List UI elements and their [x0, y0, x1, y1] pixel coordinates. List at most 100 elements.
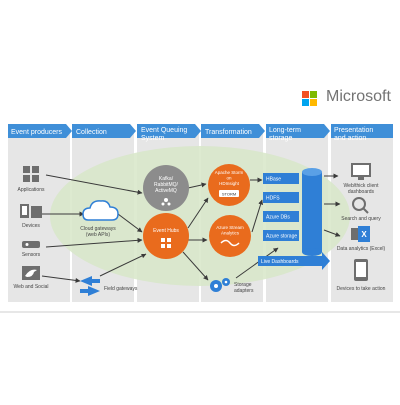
arrow-hubs-storm — [187, 197, 209, 229]
presentation-label-excel: Data analytics (Excel) — [337, 246, 386, 252]
adapters-line2: adapters — [234, 288, 254, 294]
kafka-line3: ActiveMQ — [155, 188, 177, 194]
collection-group: Cloud gateways(web APIs) Field gateways — [80, 200, 138, 296]
field-gateway-label: Field gateways — [104, 286, 138, 292]
event-hubs-node — [143, 213, 189, 259]
storage-item-azure-dbs: Azure DBs — [266, 215, 290, 221]
producer-label-applications: Applications — [18, 187, 45, 193]
storage-item-hbase: HBase — [266, 177, 281, 183]
flow-arrows — [41, 173, 341, 283]
dashboards-line2: dashboards — [348, 189, 375, 195]
storm-logo-badge — [219, 190, 239, 197]
kafka-label: Kafka/RabbitMQ/ActiveMQ — [154, 176, 179, 194]
cloud-gateway-icon — [82, 200, 119, 221]
column-title-collection: Collection — [76, 129, 107, 136]
arrow-storage-excel — [323, 229, 341, 237]
devices-icon — [20, 204, 42, 218]
storage-title-line2: storage — [269, 135, 292, 142]
kafka-logo-icon — [161, 198, 171, 206]
asa-wave-icon — [220, 239, 240, 247]
column-title-transformation: Transformation — [205, 129, 252, 136]
storage-adapters-icon — [210, 278, 230, 292]
column-headers: Event producers Collection Event Queuing… — [8, 124, 393, 142]
storm-line2: on — [226, 176, 232, 181]
header-bar-collection — [72, 124, 136, 138]
kafka-line2: RabbitMQ/ — [154, 182, 179, 188]
arrow-kafka-storm — [187, 182, 207, 189]
arrow-asa-hdfs — [251, 199, 264, 233]
cloud-label-line2: (web APIs) — [86, 232, 111, 238]
header-bar-transformation — [201, 124, 265, 138]
adapters-line1: Storage — [234, 282, 252, 288]
search-icon — [352, 197, 369, 214]
event-hubs-icon — [161, 238, 171, 248]
storage-item-box-azure-storage — [263, 230, 299, 241]
header-bar-presentation — [331, 124, 393, 138]
presentation-title-line1: Presentation — [334, 127, 373, 134]
producer-label-devices: Devices — [22, 223, 40, 229]
presentation-label-search: Search and query — [341, 216, 381, 222]
applications-icon — [23, 166, 39, 182]
producer-label-web-social: Web and Social — [14, 284, 49, 290]
header-bar-producers — [8, 124, 72, 138]
asa-line2: Analytics — [221, 231, 240, 236]
storage-item-azure-storage: Azure storage — [266, 234, 297, 240]
event-hubs-label: Event Hubs — [153, 228, 179, 234]
arrow-field-hubs — [99, 253, 147, 277]
microsoft-wordmark: Microsoft — [326, 88, 391, 105]
storm-logo-text: STORM — [222, 192, 236, 197]
arrow-applications-kafka — [45, 174, 143, 195]
cloud-label-line1: Cloud gateways — [80, 226, 116, 232]
queuing-title-line1: Event Queuing — [141, 127, 187, 134]
kafka-line1: Kafka/ — [159, 176, 174, 182]
storage-item-box-azure-dbs — [263, 211, 299, 222]
storage-item-hdfs: HDFS — [266, 196, 280, 202]
producers-group: Applications Devices Sensors Web and Soc… — [14, 166, 49, 290]
arrow-adapters-storage — [235, 247, 279, 279]
asa-line1: Azure Stream — [216, 225, 244, 230]
phone-icon — [354, 259, 368, 281]
storage-title-line1: Long-term — [269, 127, 301, 134]
asa-node — [209, 215, 251, 257]
dashboard-icon — [351, 163, 371, 180]
header-bar-queuing — [137, 124, 201, 138]
bird-icon — [22, 266, 40, 280]
presentation-label-devices: Devices to take action — [337, 286, 386, 292]
header-bar-storage — [266, 124, 330, 138]
storage-item-box-hdfs — [263, 192, 299, 203]
queuing-group: Kafka/RabbitMQ/ActiveMQ Event Hubs — [143, 165, 189, 259]
storage-cylinder — [302, 168, 322, 256]
queuing-title-line2: System — [141, 135, 165, 142]
storm-line3: HDInsight — [219, 181, 240, 186]
microsoft-logo-icon — [302, 91, 317, 106]
producer-label-sensors: Sensors — [22, 252, 41, 258]
arrow-hubs-adapters — [182, 251, 209, 281]
field-gateway-icon — [80, 276, 100, 296]
storm-line1: Apache Storm — [215, 170, 244, 175]
storm-node — [208, 164, 250, 206]
arrow-web-field — [41, 275, 81, 283]
sensor-icon — [22, 241, 40, 248]
presentation-title-line2: and action — [334, 135, 366, 142]
cloud-gateway-label: Cloud gateways(web APIs) — [80, 226, 116, 238]
storage-group: HBase HDFS Azure DBs Azure storage Live … — [258, 168, 330, 270]
arrow-sensors-hubs — [45, 237, 143, 248]
live-dashboards-label: Live Dashboards — [261, 259, 299, 265]
column-title-producers: Event producers — [11, 129, 62, 136]
storage-item-box-hbase — [263, 173, 299, 184]
kafka-node — [143, 165, 189, 211]
excel-icon: X — [351, 226, 370, 242]
dashboards-line1: Web/thick client — [344, 183, 380, 189]
live-dashboards-arrow — [258, 252, 330, 270]
arrow-cloud-hubs — [117, 213, 143, 233]
